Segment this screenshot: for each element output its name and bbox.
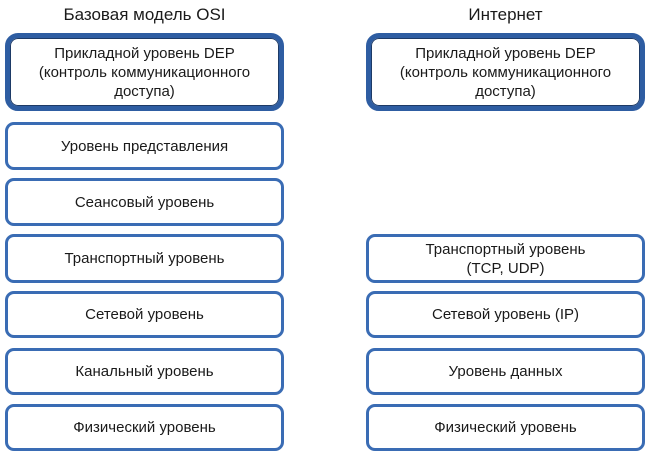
inet-application-line2: (контроль коммуникационного доступа) <box>399 63 612 100</box>
osi-box-presentation: Уровень представления <box>5 122 284 170</box>
osi-box-application: Прикладной уровень DEP (контроль коммуни… <box>5 33 284 111</box>
inet-box-physical: Физический уровень <box>366 404 645 451</box>
osi-physical-label: Физический уровень <box>73 419 216 436</box>
inet-transport-line2: (TCP, UDP) <box>466 259 545 277</box>
osi-box-datalink: Канальный уровень <box>5 348 284 395</box>
column-title-osi: Базовая модель OSI <box>63 5 226 24</box>
osi-network-label: Сетевой уровень <box>85 306 204 323</box>
column-title-internet: Интернет <box>468 5 543 24</box>
inet-box-data: Уровень данных <box>366 348 645 395</box>
osi-box-network: Сетевой уровень <box>5 291 284 338</box>
osi-presentation-label: Уровень представления <box>60 137 229 155</box>
osi-application-line1: Прикладной уровень DEP <box>54 44 235 62</box>
osi-transport-label: Транспортный уровень <box>64 250 225 267</box>
inet-physical-label: Физический уровень <box>434 419 577 436</box>
osi-datalink-label: Канальный уровень <box>75 363 214 380</box>
inet-box-application: Прикладной уровень DEP (контроль коммуни… <box>366 33 645 111</box>
osi-box-session: Сеансовый уровень <box>5 178 284 226</box>
osi-session-label: Сеансовый уровень <box>74 193 215 211</box>
inet-network-label: Сетевой уровень (IP) <box>432 306 579 323</box>
osi-box-transport: Транспортный уровень <box>5 234 284 283</box>
inet-transport-line1: Транспортный уровень <box>425 240 586 258</box>
osi-box-physical: Физический уровень <box>5 404 284 451</box>
inet-box-transport: Транспортный уровень (TCP, UDP) <box>366 234 645 283</box>
inet-application-line1: Прикладной уровень DEP <box>415 44 596 62</box>
osi-application-line2: (контроль коммуникационного доступа) <box>38 63 251 100</box>
inet-box-network: Сетевой уровень (IP) <box>366 291 645 338</box>
inet-data-label: Уровень данных <box>448 363 563 380</box>
